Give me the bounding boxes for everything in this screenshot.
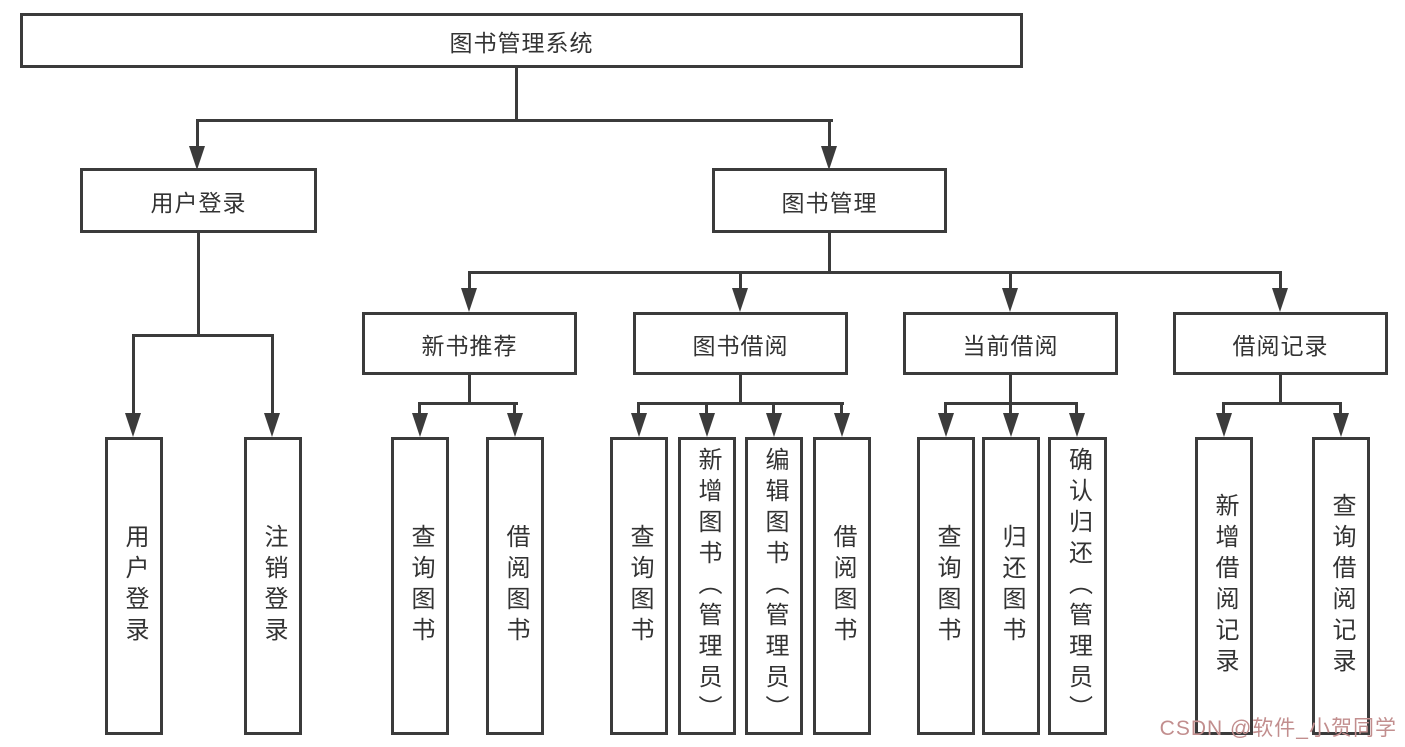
arrowhead-down-icon — [507, 413, 523, 437]
connector-line — [828, 119, 831, 149]
connector-line — [1279, 373, 1282, 405]
leaf-borrow-books-recommend: 借阅图书 — [486, 437, 544, 735]
arrowhead-down-icon — [189, 146, 205, 170]
connector-line — [419, 402, 518, 405]
connector-line — [772, 402, 775, 416]
connector-line — [705, 402, 708, 416]
connector-line — [739, 271, 742, 291]
arrowhead-down-icon — [461, 288, 477, 312]
connector-line — [828, 233, 831, 274]
connector-line — [1009, 402, 1012, 416]
arrowhead-down-icon — [1003, 413, 1019, 437]
connector-line — [1075, 402, 1078, 416]
leaf-query-books-recommend: 查询图书 — [391, 437, 449, 735]
node-book-management: 图书管理 — [712, 168, 947, 233]
arrowhead-down-icon — [264, 413, 280, 437]
connector-line — [840, 402, 843, 416]
leaf-confirm-return-admin: 确认归还（管理员） — [1048, 437, 1107, 735]
arrowhead-down-icon — [1272, 288, 1288, 312]
leaf-add-books-admin: 新增图书（管理员） — [678, 437, 736, 735]
arrowhead-down-icon — [766, 413, 782, 437]
connector-line — [1222, 402, 1225, 416]
arrowhead-down-icon — [821, 146, 837, 170]
leaf-edit-books-admin: 编辑图书（管理员） — [745, 437, 803, 735]
connector-line — [418, 402, 421, 416]
leaf-query-books-borrow: 查询图书 — [610, 437, 668, 735]
node-root: 图书管理系统 — [20, 13, 1023, 68]
leaf-return-books: 归还图书 — [982, 437, 1040, 735]
leaf-add-borrow-record: 新增借阅记录 — [1195, 437, 1253, 735]
arrowhead-down-icon — [1216, 413, 1232, 437]
connector-line — [132, 334, 135, 416]
leaf-logout: 注销登录 — [244, 437, 302, 735]
leaf-query-books-current: 查询图书 — [917, 437, 975, 735]
connector-line — [944, 402, 947, 416]
arrowhead-down-icon — [1069, 413, 1085, 437]
connector-line — [515, 68, 518, 122]
node-borrow-records: 借阅记录 — [1173, 312, 1388, 375]
connector-line — [132, 334, 274, 337]
arrowhead-down-icon — [834, 413, 850, 437]
connector-line — [637, 402, 844, 405]
node-new-book-recommend: 新书推荐 — [362, 312, 577, 375]
node-user-login: 用户登录 — [80, 168, 317, 233]
leaf-user-login: 用户登录 — [105, 437, 163, 735]
watermark: CSDN @软件_小贺同学 — [1159, 717, 1397, 740]
connector-line — [1009, 271, 1012, 291]
arrowhead-down-icon — [412, 413, 428, 437]
arrowhead-down-icon — [1333, 413, 1349, 437]
connector-line — [271, 334, 274, 416]
arrowhead-down-icon — [699, 413, 715, 437]
node-current-borrow: 当前借阅 — [903, 312, 1118, 375]
arrowhead-down-icon — [1002, 288, 1018, 312]
connector-line — [1009, 373, 1012, 405]
connector-line — [1339, 402, 1342, 416]
connector-line — [468, 373, 471, 405]
leaf-query-borrow-record: 查询借阅记录 — [1312, 437, 1370, 735]
arrowhead-down-icon — [631, 413, 647, 437]
connector-line — [637, 402, 640, 416]
connector-line — [468, 271, 1282, 274]
arrowhead-down-icon — [732, 288, 748, 312]
arrowhead-down-icon — [125, 413, 141, 437]
connector-line — [197, 233, 200, 336]
node-book-borrow: 图书借阅 — [633, 312, 848, 375]
connector-line — [739, 373, 742, 405]
leaf-borrow-books: 借阅图书 — [813, 437, 871, 735]
connector-line — [513, 402, 516, 416]
connector-line — [196, 119, 199, 149]
connector-line — [196, 119, 833, 122]
connector-line — [468, 271, 471, 291]
connector-line — [1279, 271, 1282, 291]
arrowhead-down-icon — [938, 413, 954, 437]
connector-line — [1222, 402, 1342, 405]
